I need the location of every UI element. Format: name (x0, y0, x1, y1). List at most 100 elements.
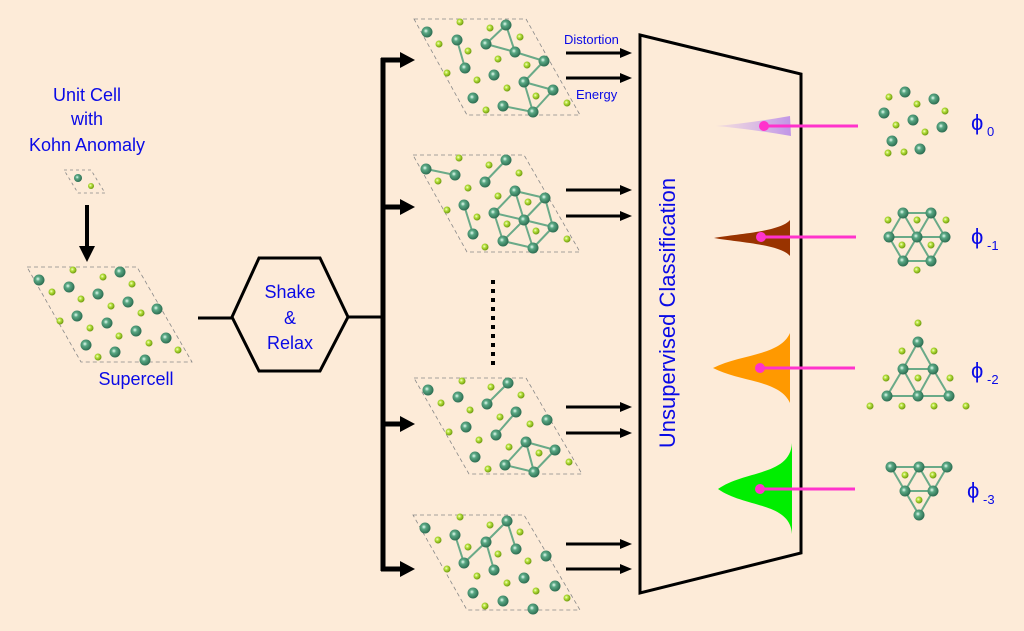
ellipsis-dot (491, 352, 495, 356)
atom-large (914, 143, 926, 155)
phase-symbol: ϕ (971, 224, 983, 249)
distribution-phi0 (716, 116, 791, 136)
atom-small (435, 40, 443, 48)
phase-structure-phi-3 (885, 461, 953, 521)
atom-small (929, 471, 937, 479)
atom-large (538, 55, 550, 67)
atom-large (490, 429, 502, 441)
atom-large (33, 274, 45, 286)
atom-small (466, 406, 474, 414)
atom-large (74, 174, 82, 182)
atom-large (927, 363, 939, 375)
atom-large (467, 228, 479, 240)
atom-large (421, 26, 433, 38)
atom-large (139, 354, 151, 366)
atom-large (460, 421, 472, 433)
branch-arrow-icon (381, 416, 415, 432)
atom-large (481, 398, 493, 410)
atom-large (913, 461, 925, 473)
cell-boundary (412, 514, 581, 611)
atom-large (527, 106, 539, 118)
atom-small (145, 339, 153, 347)
atom-small (464, 47, 472, 55)
atom-large (497, 100, 509, 112)
classifier-box (638, 33, 803, 595)
atom-small (86, 324, 94, 332)
atom-small (930, 402, 938, 410)
atom-small (445, 428, 453, 436)
atom-large (897, 207, 909, 219)
distribution-phi-1 (714, 220, 790, 256)
atom-large (509, 46, 521, 58)
atom-small (913, 216, 921, 224)
atom-large (458, 199, 470, 211)
atom-small (458, 377, 466, 385)
atom-large (939, 231, 951, 243)
ellipsis-dot (491, 307, 495, 311)
shake-relax-step: Shake & Relax (230, 256, 350, 373)
phase-symbol: ϕ (967, 478, 979, 503)
distribution-peak (716, 116, 791, 136)
unit-cell-label: Unit Cell with Kohn Anomaly (29, 85, 145, 155)
atom-small (565, 458, 573, 466)
atom-small (921, 128, 929, 136)
atom-large (912, 336, 924, 348)
unit-cell-label-line1: Unit Cell (53, 85, 121, 105)
atom-small (481, 602, 489, 610)
atom-small (69, 266, 77, 274)
phase-label-phi-2: ϕ -2 (971, 358, 999, 387)
distortion-label: Distortion (564, 32, 619, 47)
atom-large (911, 231, 923, 243)
atom-small (941, 107, 949, 115)
atom-small (532, 92, 540, 100)
atom-large (925, 255, 937, 267)
atom-small (486, 24, 494, 32)
atom-small (494, 192, 502, 200)
atom-small (434, 177, 442, 185)
atom-large (540, 550, 552, 562)
atom-large (907, 114, 919, 126)
atom-large (449, 529, 461, 541)
atom-large (130, 325, 142, 337)
atom-large (500, 154, 512, 166)
atom-large (518, 572, 530, 584)
cell-boundary (26, 266, 193, 363)
atom-large (943, 390, 955, 402)
atom-small (485, 161, 493, 169)
atom-small (884, 149, 892, 157)
feature-arrow-icon (566, 211, 632, 221)
atom-large (883, 231, 895, 243)
atom-large (897, 255, 909, 267)
ellipsis-dots (491, 280, 495, 365)
atom-large (925, 207, 937, 219)
ellipsis-dot (491, 280, 495, 284)
phase-subscript: -2 (987, 372, 999, 387)
ellipsis-dot (491, 334, 495, 338)
atom-small (481, 243, 489, 251)
atom-small (901, 471, 909, 479)
atom-large (927, 485, 939, 497)
atom-small (99, 273, 107, 281)
atom-small (437, 399, 445, 407)
atom-large (419, 522, 431, 534)
atom-large (502, 377, 514, 389)
distribution-peak (718, 443, 792, 534)
atom-large (518, 76, 530, 88)
atom-small (475, 436, 483, 444)
atom-large (469, 451, 481, 463)
atom-large (499, 459, 511, 471)
atom-large (913, 509, 925, 521)
atom-large (549, 444, 561, 456)
atom-large (510, 543, 522, 555)
atom-large (549, 580, 561, 592)
atom-large (541, 414, 553, 426)
phase-subscript: -3 (983, 492, 995, 507)
feature-arrow-icon (566, 73, 632, 83)
branch-arrow-icon (381, 561, 415, 577)
atom-large (114, 266, 126, 278)
relaxed-structure-2 (412, 154, 581, 254)
atom-small (927, 241, 935, 249)
atom-small (473, 76, 481, 84)
atom-large (928, 93, 940, 105)
cell-boundary (412, 154, 581, 253)
